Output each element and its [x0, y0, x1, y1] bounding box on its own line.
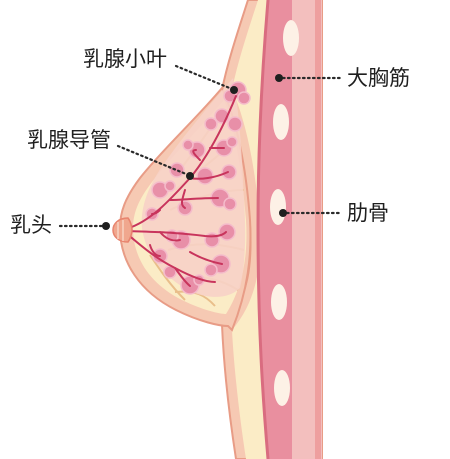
- lobule-pointer-dot: [230, 86, 238, 94]
- chest-wall: [220, 0, 323, 459]
- label-duct: 乳腺导管: [27, 128, 111, 152]
- label-nipple: 乳头: [10, 213, 52, 237]
- lobule-leader: [174, 64, 234, 91]
- label-rib: 肋骨: [347, 201, 389, 225]
- lobule: [204, 117, 218, 131]
- lobule: [196, 167, 214, 185]
- labels: 乳腺小叶 乳腺导管 乳头 大胸筋 肋骨: [10, 47, 410, 237]
- lobule: [169, 162, 185, 178]
- callouts: [58, 64, 344, 230]
- label-lobule: 乳腺小叶: [83, 47, 167, 71]
- duct-pointer-dot: [186, 172, 194, 180]
- lobule: [182, 139, 194, 151]
- rib-oval: [274, 370, 290, 406]
- rib-oval: [270, 189, 286, 225]
- label-pectoral-muscle: 大胸筋: [347, 66, 410, 90]
- nipple-pointer-dot: [102, 222, 110, 230]
- rib-oval: [283, 20, 299, 56]
- duct-leader: [116, 144, 188, 176]
- muscle-pointer-dot: [275, 74, 283, 82]
- lobule: [164, 180, 176, 192]
- lobule: [223, 197, 237, 211]
- lobule: [226, 136, 238, 148]
- lobule: [204, 263, 218, 277]
- pectoral-muscle-edge: [256, 0, 270, 459]
- rib-pointer-dot: [279, 209, 287, 217]
- nipple: [112, 217, 133, 243]
- rib-oval: [273, 104, 289, 140]
- lobule: [227, 116, 243, 132]
- rib-oval: [271, 284, 287, 320]
- lobule: [237, 91, 251, 105]
- breast: [112, 78, 252, 332]
